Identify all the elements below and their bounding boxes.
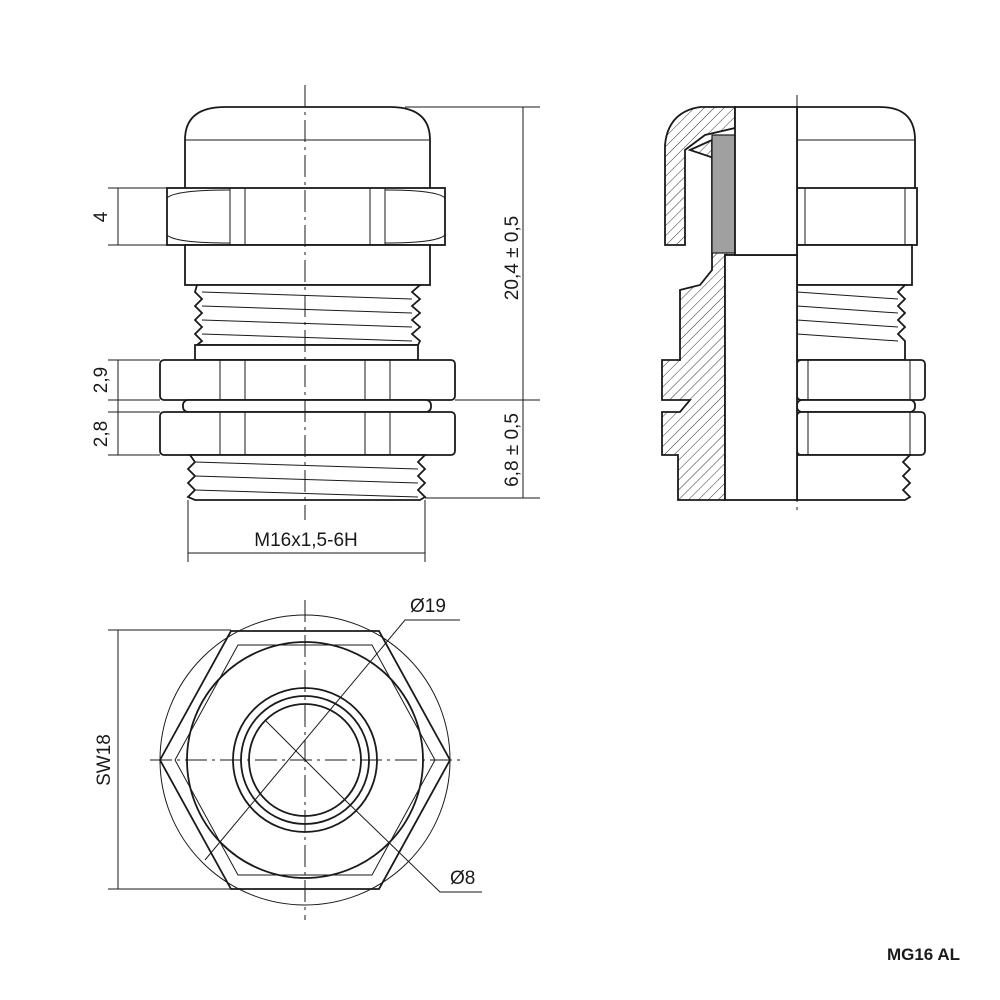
upper-thread [193, 284, 423, 346]
section-cap [664, 106, 736, 246]
lock-nut-hex [159, 359, 456, 401]
body-upper [184, 244, 431, 286]
dim-thread-spec: M16x1,5-6H [254, 530, 358, 551]
dim-lock-nut-height: 2,9 [91, 367, 112, 393]
dim-cap-nut-height: 4 [91, 211, 112, 222]
body-hex [159, 411, 456, 456]
front-dimensions: 4 2,9 2,8 20,4 ± 0,5 6,8 ± 0,5 M16x1,5-6… [91, 106, 540, 562]
model-label: MG16 AL [887, 945, 960, 964]
neck [194, 344, 419, 361]
section-view [661, 95, 926, 515]
washer [182, 399, 432, 413]
dome-cap [184, 106, 431, 191]
seal-insert [711, 134, 736, 254]
lower-thread [186, 454, 428, 501]
front-view [159, 85, 456, 520]
dim-body-hex-height: 2,8 [91, 421, 112, 447]
cap-hex-nut [166, 187, 446, 246]
dim-total-height: 20,4 ± 0,5 [502, 216, 523, 300]
dim-clamp-diameter: Ø8 [450, 868, 475, 889]
dim-thread-length: 6,8 ± 0,5 [502, 413, 523, 487]
top-view: Ø19 Ø8 SW18 [94, 596, 482, 920]
dim-wrench-size: SW18 [94, 734, 115, 786]
dim-outer-diameter: Ø19 [410, 596, 446, 617]
